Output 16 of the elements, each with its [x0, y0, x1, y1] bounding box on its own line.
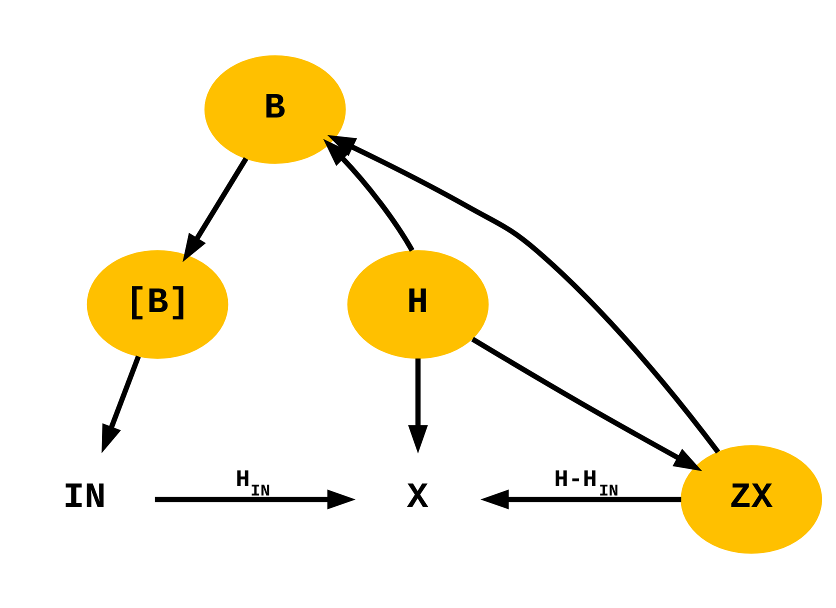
edge-label: H$_{IN}$ — [236, 466, 270, 500]
node-ellipse: ZX — [680, 444, 822, 554]
node-text: X — [406, 476, 428, 518]
arrow — [471, 336, 702, 471]
arrow — [327, 134, 720, 454]
edge-label: H-H$_{IN}$ — [554, 466, 618, 500]
arrow — [102, 355, 141, 453]
arrow — [323, 138, 414, 252]
node-text: IN — [63, 476, 106, 518]
arrow — [480, 489, 682, 509]
node-ellipse: [B] — [86, 250, 228, 358]
arrow — [182, 156, 248, 262]
node-ellipse: B — [204, 54, 346, 164]
arrow — [154, 489, 356, 509]
node-ellipse: H — [347, 250, 489, 358]
arrow — [408, 358, 428, 453]
